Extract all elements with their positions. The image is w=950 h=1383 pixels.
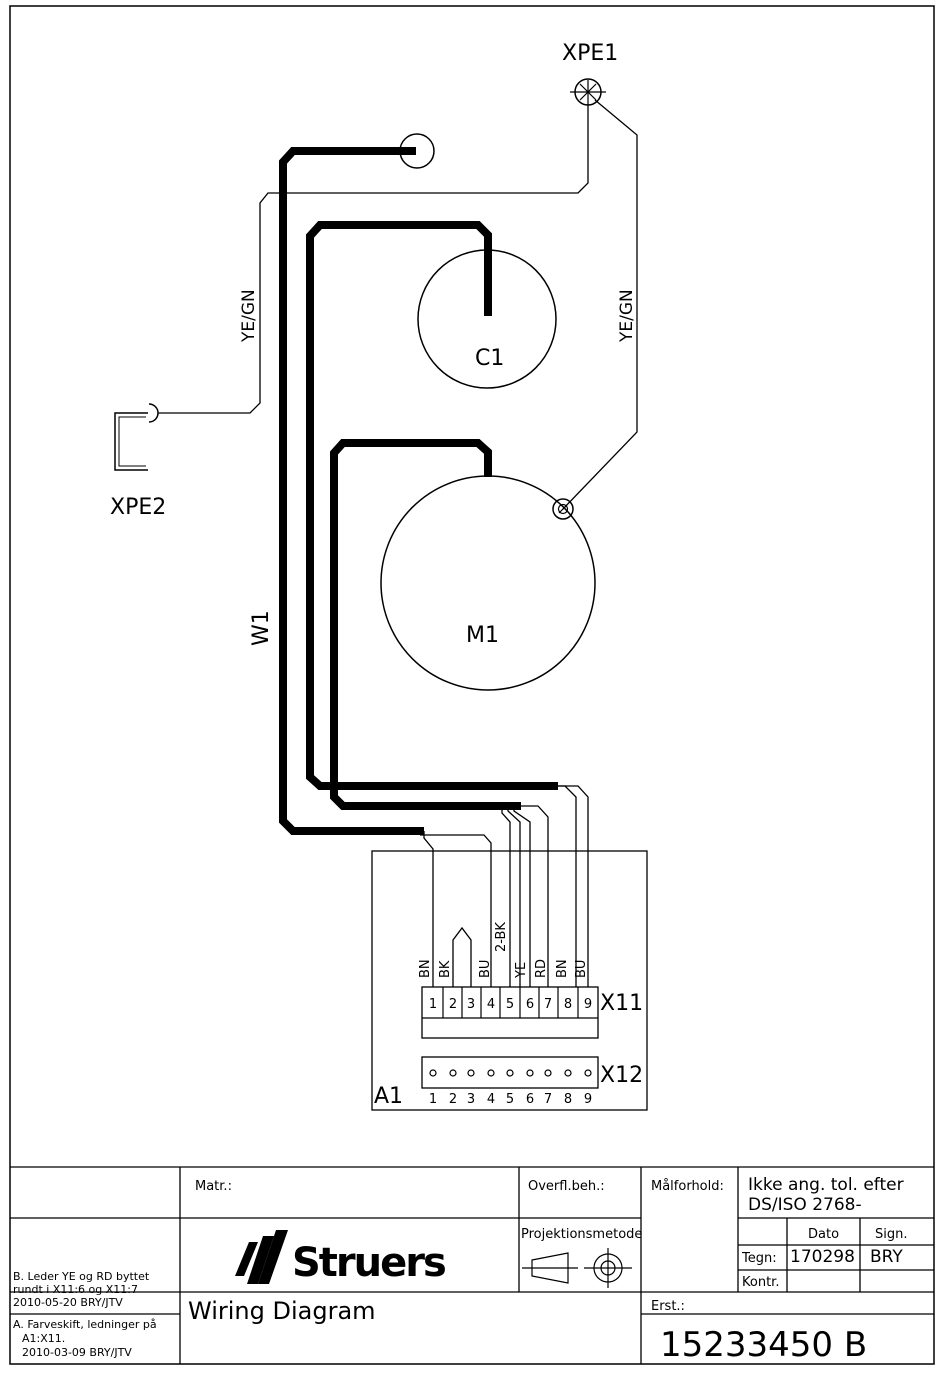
- projection-symbol: [522, 1248, 632, 1288]
- cable-w1: [279, 147, 558, 835]
- tolerance-line1: Ikke ang. tol. efter: [748, 1175, 904, 1195]
- x12-pin-2: 2: [449, 1092, 457, 1107]
- x12-pin-6: 6: [526, 1092, 534, 1107]
- revision-b-line1: B. Leder YE og RD byttet: [13, 1270, 150, 1283]
- overfl-label: Overfl.beh.:: [528, 1179, 605, 1194]
- tegn-label: Tegn:: [741, 1251, 777, 1266]
- x11-pin-2: 2: [449, 997, 457, 1012]
- revision-a-line3: 2010-03-09 BRY/JTV: [22, 1346, 132, 1359]
- struers-logo: Struers: [235, 1230, 447, 1286]
- x12-pin-8: 8: [564, 1092, 572, 1107]
- x11-pin-9: 9: [584, 997, 592, 1012]
- wire-color-2: BK: [438, 960, 453, 978]
- x12-pin-9: 9: [584, 1092, 592, 1107]
- x12-pin-1: 1: [429, 1092, 437, 1107]
- wire-color-5: YE: [514, 962, 529, 979]
- x11-pin-4: 4: [487, 997, 495, 1012]
- matr-label: Matr.:: [195, 1179, 232, 1194]
- wire-color-7: BN: [555, 959, 570, 978]
- wire-color-1: BN: [418, 959, 433, 978]
- xpe1-label: XPE1: [562, 41, 618, 66]
- x11-pin-5: 5: [506, 997, 514, 1012]
- x12-hole: [584, 1069, 592, 1077]
- x12-hole: [429, 1069, 437, 1077]
- ground-wire-right: [562, 99, 638, 510]
- xpe2-label: XPE2: [110, 495, 166, 520]
- board-a1: [371, 850, 648, 1111]
- x11-pin-1: 1: [429, 997, 437, 1012]
- xpe1-ground-terminal: [570, 78, 606, 106]
- maalforhold-label: Målforhold:: [651, 1179, 724, 1194]
- w1-label: W1: [249, 610, 274, 646]
- x12-hole: [467, 1069, 475, 1077]
- drawing-border: [9, 5, 935, 1365]
- m1-label: M1: [466, 623, 499, 648]
- x12-hole: [506, 1069, 514, 1077]
- revision-a-line2: A1:X11.: [22, 1332, 65, 1345]
- x12-hole: [487, 1069, 495, 1077]
- x12-pin-4: 4: [487, 1092, 495, 1107]
- x11-wire-fanout: [420, 785, 589, 987]
- x12-hole: [544, 1069, 552, 1077]
- x11-label: X11: [600, 991, 643, 1016]
- wire-color-8: BU: [574, 960, 589, 978]
- drawing-title: Wiring Diagram: [188, 1297, 376, 1325]
- title-block-grid: [10, 1166, 934, 1364]
- a1-label: A1: [374, 1084, 403, 1109]
- x12-pin-5: 5: [506, 1092, 514, 1107]
- x11-pin-8: 8: [564, 997, 572, 1012]
- motor-m1: [380, 475, 596, 691]
- tegn-date: 170298: [790, 1247, 855, 1267]
- ground-wire-left: [158, 104, 589, 414]
- revision-b-line3: 2010-05-20 BRY/JTV: [13, 1296, 123, 1309]
- wire-color-6: RD: [534, 959, 549, 978]
- dato-label: Dato: [808, 1227, 839, 1242]
- x12-pin-7: 7: [544, 1092, 552, 1107]
- x12-hole: [449, 1069, 457, 1077]
- revision-a-line1: A. Farveskift, ledninger på: [13, 1318, 157, 1331]
- x11-pin-7: 7: [544, 997, 552, 1012]
- x12-pin-3: 3: [467, 1092, 475, 1107]
- kontr-label: Kontr.: [742, 1275, 779, 1290]
- m1-ground-stud: [552, 498, 574, 520]
- c1-label: C1: [475, 346, 504, 371]
- xpe2-ground-terminal: [114, 403, 159, 471]
- ye-gn-left-label: YE/GN: [239, 289, 259, 343]
- erst-label: Erst.:: [651, 1299, 685, 1314]
- revision-a: A. Farveskift, ledninger på A1:X11. 2010…: [13, 1318, 157, 1359]
- revision-b-line2: rundt i X11:6 og X11:7: [13, 1283, 138, 1296]
- x11-pin-3: 3: [467, 997, 475, 1012]
- x12-hole: [526, 1069, 534, 1077]
- projektion-label: Projektionsmetode: [521, 1227, 642, 1242]
- wire-label-2-bk: 2-BK: [494, 922, 509, 952]
- x12-label: X12: [600, 1063, 643, 1088]
- wire-color-4: BU: [478, 960, 493, 978]
- x11-pin-6: 6: [526, 997, 534, 1012]
- ye-gn-right-label: YE/GN: [617, 289, 637, 343]
- company-name: Struers: [292, 1240, 445, 1286]
- tegn-sign: BRY: [870, 1247, 903, 1267]
- x12-hole: [564, 1069, 572, 1077]
- tolerance-line2: DS/ISO 2768-: [748, 1195, 862, 1215]
- revision-b: B. Leder YE og RD byttet rundt i X11:6 o…: [13, 1270, 150, 1309]
- sign-label: Sign.: [875, 1227, 908, 1242]
- drawing-number: 15233450 B: [660, 1325, 867, 1365]
